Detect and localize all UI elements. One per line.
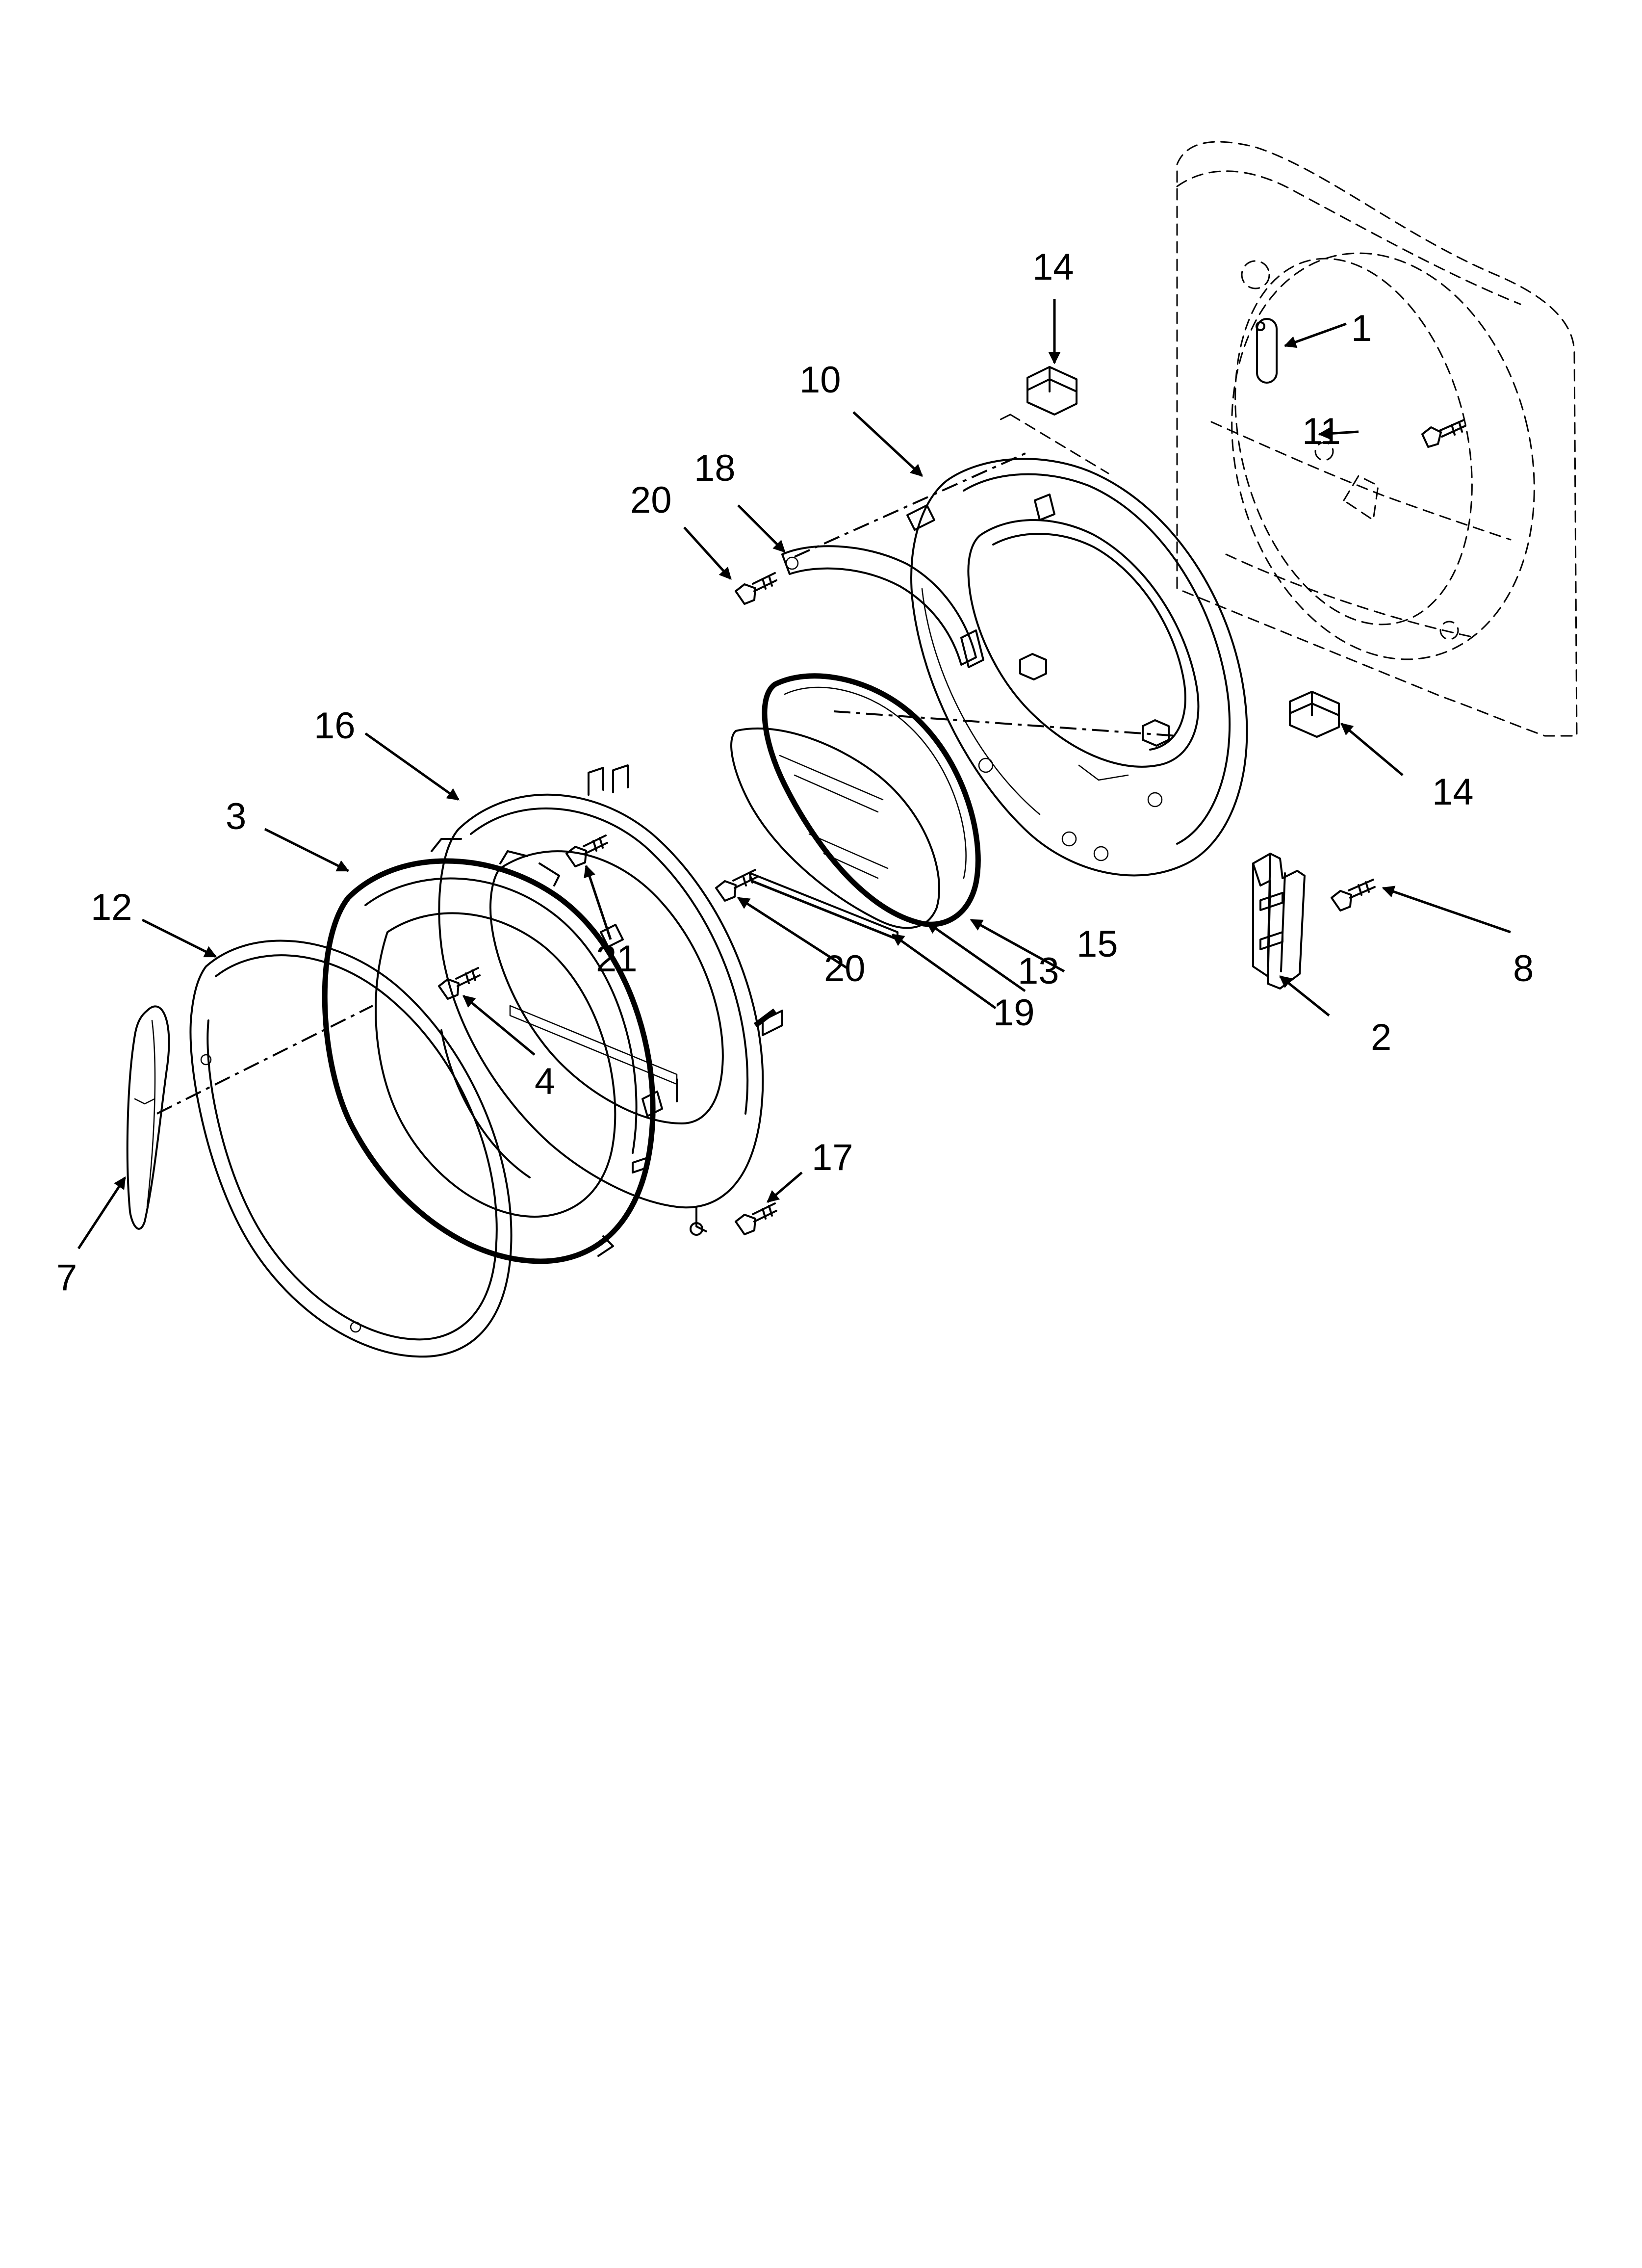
callout-14-top: 14 (1032, 246, 1074, 288)
part-20-upper-screw (735, 572, 777, 605)
callout-labels: 1 11 14 14 10 18 20 15 13 19 20 2 8 16 2… (56, 246, 1534, 1299)
part-13-inner-glass (730, 727, 940, 929)
callout-4: 4 (535, 1061, 555, 1102)
callout-12: 12 (91, 886, 132, 928)
part-10-inner-door-frame (906, 458, 1248, 877)
part-12-door-trim-ring (189, 939, 513, 1358)
cabinet-front-panel (1176, 141, 1578, 737)
callout-8: 8 (1513, 948, 1534, 990)
callout-11: 11 (1302, 411, 1341, 452)
part-16-inner-door-panel (438, 764, 783, 1236)
part-19-glass-retainer-strip (749, 872, 898, 941)
callout-20-bottom: 20 (824, 948, 866, 990)
callout-1: 1 (1351, 308, 1372, 349)
callout-19: 19 (993, 992, 1035, 1034)
callout-10: 10 (799, 359, 841, 401)
callout-16: 16 (314, 705, 356, 747)
assembly-leader-mid (833, 710, 1178, 737)
part-4-screw (438, 967, 481, 1000)
part-3-outer-door-ring (322, 838, 663, 1264)
callout-15: 15 (1077, 923, 1118, 965)
callout-2: 2 (1371, 1017, 1391, 1058)
part-2-door-hinge (1252, 853, 1306, 990)
part-14-lower-bracket (1289, 691, 1340, 738)
part-14-upper-bracket (1000, 366, 1109, 474)
part-20-lower-screw (715, 869, 758, 902)
assembly-leader-top (794, 450, 1030, 558)
callout-17: 17 (812, 1137, 853, 1178)
part-1-door-strike (1256, 318, 1278, 384)
callout-21: 21 (596, 938, 638, 980)
part-8-screw (1331, 879, 1376, 912)
part-17-screw (735, 1202, 777, 1235)
part-11-screw (1421, 419, 1466, 448)
part-15-door-gasket (762, 673, 981, 927)
callout-18: 18 (694, 447, 736, 489)
callout-20-top: 20 (630, 479, 672, 521)
part-18-hinge-arm (781, 545, 984, 668)
callout-14-bottom: 14 (1432, 771, 1474, 813)
assembly-leader-handle (156, 1005, 373, 1115)
part-7-door-handle (126, 1005, 170, 1230)
callout-7: 7 (56, 1257, 77, 1299)
callout-arrows (77, 299, 1511, 1250)
part-21-screw (565, 834, 608, 867)
callout-13: 13 (1018, 950, 1059, 992)
callout-3: 3 (226, 796, 246, 837)
